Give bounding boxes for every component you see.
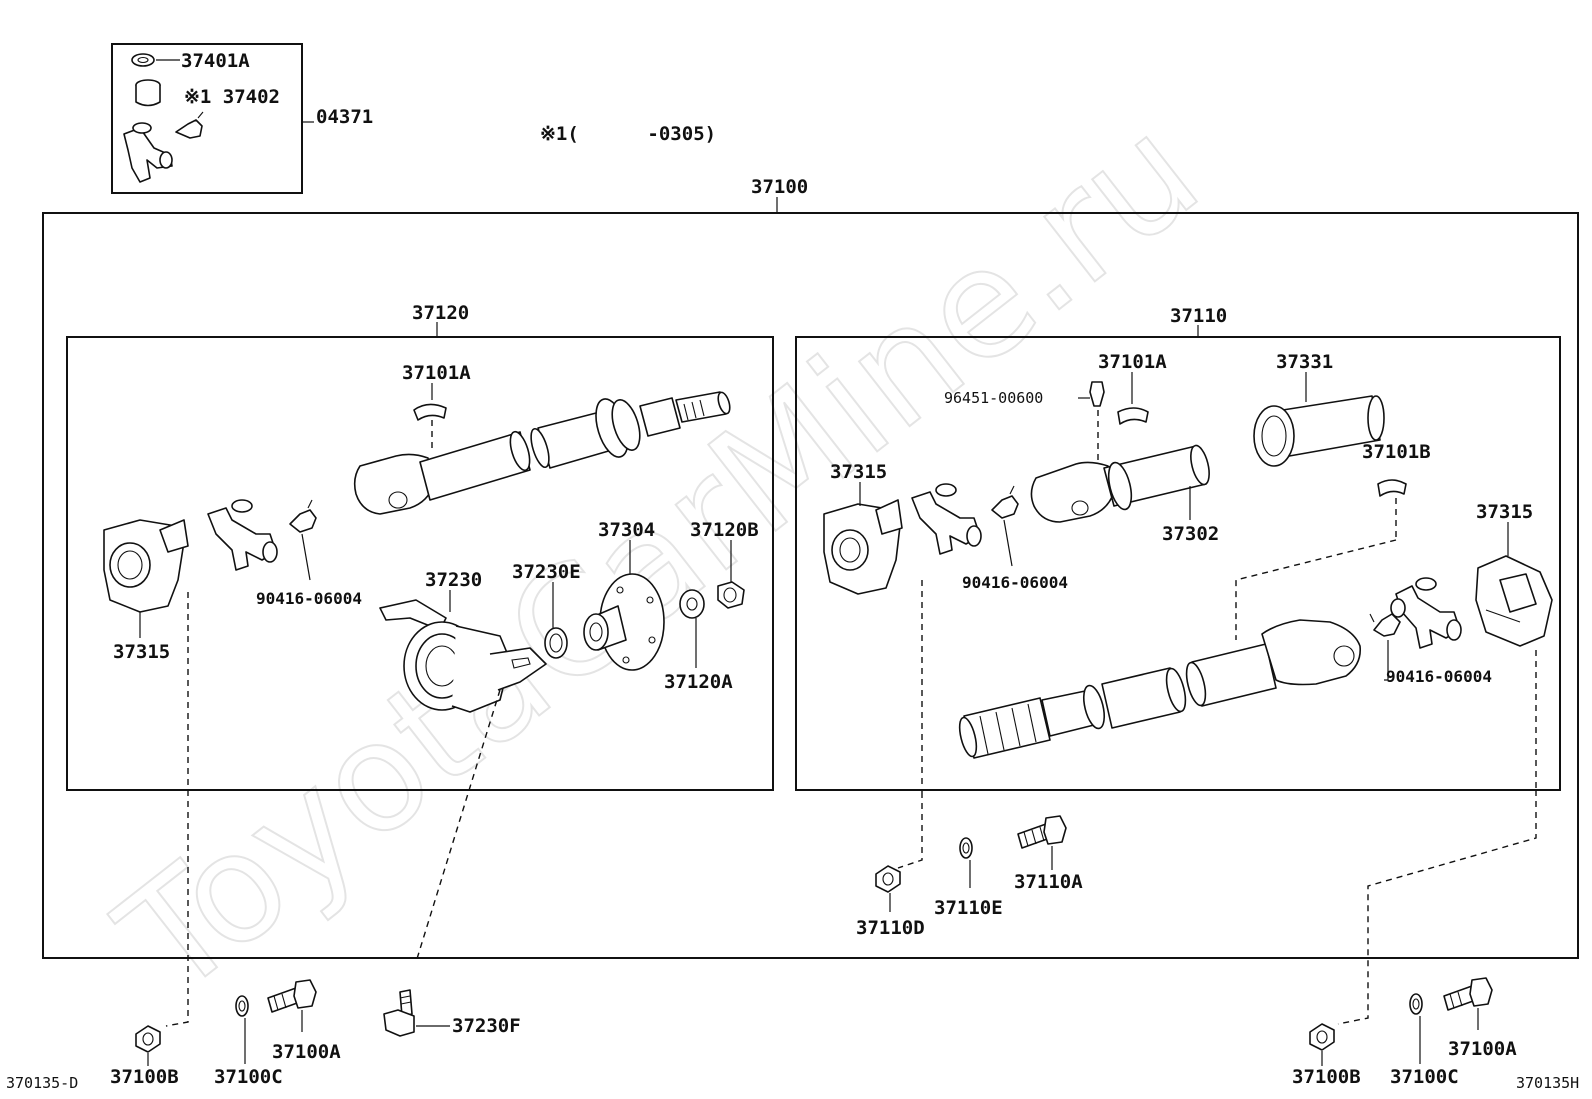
code-right: 370135H — [1516, 1074, 1579, 1092]
center-label-bolt: 37110A — [1014, 871, 1083, 893]
bolt-icon — [1443, 977, 1493, 1011]
grease-fitting-icon — [175, 111, 204, 139]
code-left: 370135-D — [6, 1074, 78, 1092]
rear-shaft-number: 37110 — [1170, 305, 1227, 327]
center-label-nut: 37110D — [856, 917, 925, 939]
rear-label-flange-left: 37315 — [830, 461, 887, 483]
front-label-nut: 37120B — [690, 519, 759, 541]
slip-yoke-icon — [1030, 444, 1210, 523]
front-propeller-shaft — [353, 391, 731, 515]
footnote: ※1( -0305) — [540, 123, 716, 145]
rear-label-nipple: 96451-00600 — [944, 389, 1043, 407]
bottom-label-right-nut: 37100B — [1292, 1066, 1361, 1088]
rear-label-flange-right: 37315 — [1476, 501, 1533, 523]
front-label-fitting: 90416-06004 — [256, 589, 362, 608]
flange-icon — [1475, 555, 1553, 647]
rear-label-grease-cap-a: 37101A — [1098, 351, 1167, 373]
front-label-flange-yoke: 37304 — [598, 519, 655, 541]
bottom-label-bearing-bolt: 37230F — [452, 1015, 521, 1037]
bottom-label-left-bolt: 37100A — [272, 1041, 341, 1063]
grease-fitting-icon — [991, 485, 1019, 519]
rear-label-fitting-left: 90416-06004 — [962, 573, 1068, 592]
kit-box: 37401A ※1 37402 04371 — [111, 43, 373, 194]
bottom-label-right-bolt: 37100A — [1448, 1038, 1517, 1060]
plate-washer-icon — [679, 589, 705, 619]
front-label-bearing: 37230 — [425, 569, 482, 591]
bolt-icon — [383, 989, 415, 1037]
grease-cap-icon — [1377, 479, 1407, 497]
front-label-flange: 37315 — [113, 641, 170, 663]
rear-propeller-shaft — [958, 619, 1362, 759]
grease-cap-icon — [1117, 407, 1149, 425]
center-bearing-icon — [379, 599, 547, 713]
bolt-icon — [267, 979, 317, 1013]
rear-label-fitting-right: 90416-06004 — [1386, 667, 1492, 686]
kit-item-snap-ring: 37401A — [181, 50, 250, 72]
grease-nipple-icon — [1089, 381, 1105, 407]
flange-yoke-icon — [583, 573, 665, 671]
front-shaft-box — [66, 336, 774, 791]
spider-icon — [123, 122, 173, 183]
universal-joint-icon — [207, 499, 278, 571]
center-label-washer: 37110E — [934, 897, 1003, 919]
universal-joint-icon — [911, 483, 982, 555]
washer-icon — [1409, 993, 1423, 1015]
assembly-box — [42, 212, 1579, 959]
nut-icon — [135, 1025, 161, 1053]
front-shaft-number: 37120 — [412, 302, 469, 324]
rear-label-grease-cap-b: 37101B — [1362, 441, 1431, 463]
nut-icon — [1309, 1023, 1335, 1051]
washer-icon — [235, 995, 249, 1017]
snap-ring-icon — [131, 53, 155, 67]
flange-icon — [823, 499, 903, 595]
front-label-plate-washer: 37120A — [664, 671, 733, 693]
grease-fitting-icon — [1369, 613, 1401, 637]
bottom-label-left-nut: 37100B — [110, 1066, 179, 1088]
kit-item-bearing: ※1 37402 — [184, 86, 280, 108]
washer-icon — [544, 627, 568, 659]
washer-icon — [959, 837, 973, 859]
flange-icon — [103, 519, 189, 613]
kit-number: 04371 — [316, 106, 373, 128]
grease-cap-icon — [413, 403, 447, 421]
nut-icon — [717, 581, 745, 609]
grease-fitting-icon — [289, 499, 317, 533]
bottom-label-left-washer: 37100C — [214, 1066, 283, 1088]
bottom-label-right-washer: 37100C — [1390, 1066, 1459, 1088]
universal-joint-icon — [1390, 577, 1462, 649]
front-label-washer: 37230E — [512, 561, 581, 583]
rear-label-yoke: 37302 — [1162, 523, 1219, 545]
rear-shaft-box — [795, 336, 1561, 791]
bearing-cup-icon — [135, 79, 161, 107]
bolt-icon — [1017, 815, 1067, 849]
assembly-number: 37100 — [751, 176, 808, 198]
nut-icon — [875, 865, 901, 893]
dust-boot-icon — [1253, 395, 1385, 467]
front-label-grease-cap: 37101A — [402, 362, 471, 384]
rear-label-boot: 37331 — [1276, 351, 1333, 373]
